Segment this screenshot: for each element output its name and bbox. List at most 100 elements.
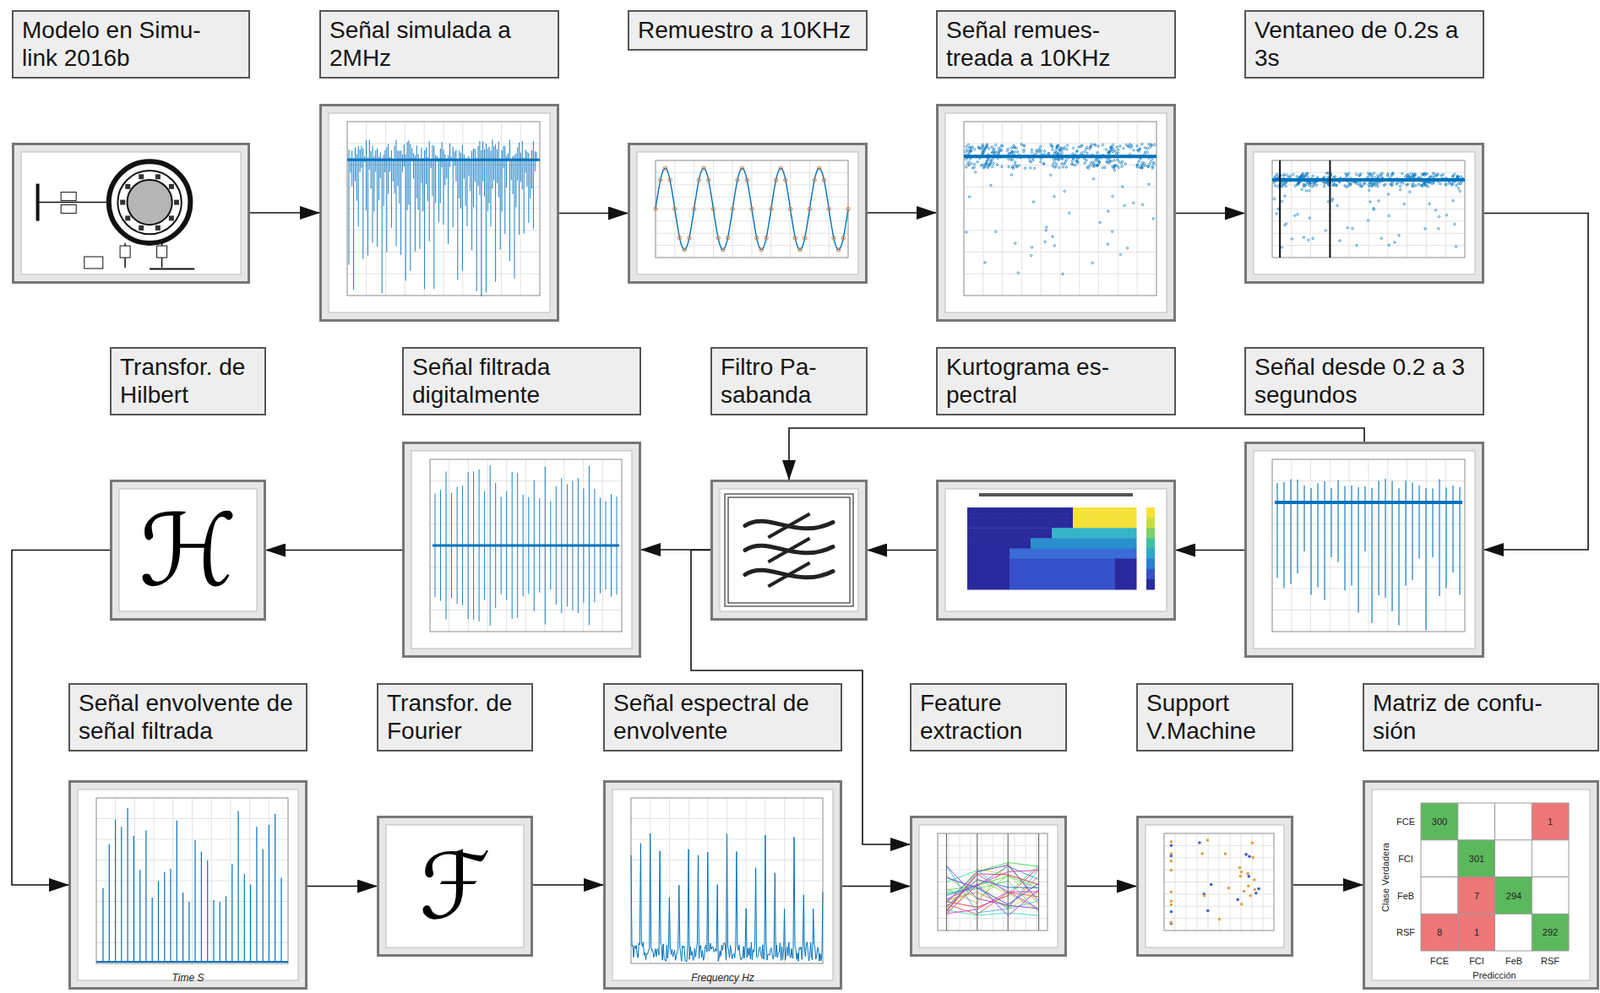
plot-stroke (1307, 239, 1310, 241)
plot-stroke (1398, 488, 1399, 626)
plot-stroke (937, 870, 1048, 871)
plot-stroke (370, 151, 372, 189)
plot-stroke (496, 149, 498, 184)
plot-stroke (1284, 181, 1287, 184)
plot-stroke (347, 142, 540, 144)
plot-stroke (1431, 175, 1434, 178)
plot-stroke (392, 158, 394, 182)
plot-stroke (1329, 160, 1331, 258)
plot-stroke (1015, 146, 1018, 149)
image-frame: Frequency Hz (603, 780, 843, 991)
plot-stroke (999, 147, 1002, 150)
plot-stroke (108, 161, 191, 244)
plot-stroke (1368, 185, 1371, 187)
plot-stroke (1089, 146, 1092, 148)
plot-stroke (992, 147, 995, 150)
plot-stroke (1113, 159, 1116, 162)
plot-stroke (1327, 172, 1329, 175)
plot-stroke (1098, 161, 1100, 164)
plot-stroke (1331, 197, 1334, 200)
plot-stroke (517, 147, 518, 181)
plot-stroke (1017, 272, 1019, 274)
plot-stroke (1011, 158, 1013, 161)
plot-stroke (1066, 144, 1068, 147)
plot-stroke (1373, 182, 1376, 185)
plot-stroke (1278, 160, 1281, 258)
matrix-cell: FCI (1398, 854, 1414, 865)
plot-stroke (1146, 549, 1155, 561)
plot-illustration (1138, 818, 1291, 955)
plot-stroke (1364, 486, 1366, 552)
plot-stroke (1014, 163, 1017, 166)
matrix-cell: 292 (1542, 927, 1558, 938)
plot-stroke (1035, 152, 1038, 154)
plot-stroke (1327, 201, 1329, 203)
plot-stroke (655, 172, 849, 174)
plot-stroke (1146, 507, 1155, 519)
plot-stroke (1104, 148, 1107, 151)
plot-stroke (1136, 145, 1138, 147)
plot-stroke (1050, 174, 1052, 176)
plot-stroke (96, 901, 289, 903)
plot-stroke (1061, 146, 1063, 149)
plot-stroke (1438, 479, 1440, 598)
plot-stroke (1272, 160, 1465, 258)
plot-stroke (1308, 217, 1311, 219)
process-stage: Modelo en Simu- link 2016b (11, 10, 251, 284)
plot-stroke (1376, 174, 1379, 177)
plot-stroke (631, 798, 823, 964)
plot-stroke (489, 146, 490, 204)
plot-stroke (491, 139, 493, 189)
plot-stroke (1072, 146, 1074, 149)
plot-stroke (1409, 173, 1412, 175)
plot-stroke (1426, 181, 1429, 184)
plot-stroke (1119, 145, 1122, 147)
plot-stroke (1101, 166, 1104, 169)
plot-stroke (1254, 892, 1258, 896)
plot-stroke (1034, 167, 1036, 169)
plot-stroke (1076, 149, 1078, 152)
plot-stroke (347, 251, 540, 253)
plot-stroke (990, 152, 993, 154)
plot-stroke (1110, 146, 1112, 149)
plot-stroke (419, 159, 421, 250)
plot-stroke (1111, 150, 1114, 153)
plot-stroke (1081, 152, 1083, 154)
plot-stroke (1457, 187, 1459, 190)
plot-stroke (1420, 173, 1423, 175)
plot-stroke (268, 798, 270, 964)
plot-stroke (1289, 479, 1291, 585)
plot-stroke (1093, 163, 1095, 165)
plot-stroke (750, 206, 754, 211)
plot-stroke (1313, 182, 1316, 185)
image-frame (1244, 441, 1485, 659)
plot-stroke (1093, 569, 1116, 581)
plot-stroke (1006, 147, 1009, 150)
plot-stroke (405, 154, 407, 282)
plot-stroke (155, 174, 161, 180)
plot-stroke (463, 154, 465, 180)
plot-stroke (1301, 172, 1304, 175)
plot-stroke (1568, 803, 1570, 952)
plot-stroke (174, 200, 180, 206)
plot-stroke (653, 206, 658, 211)
plot-stroke (1360, 173, 1362, 175)
plot-stroke (402, 154, 403, 173)
plot-stroke (937, 845, 1048, 847)
plot-stroke (793, 236, 797, 240)
plot-stroke (1136, 163, 1138, 166)
plot-stroke (139, 870, 141, 963)
plot-stroke (280, 878, 282, 964)
plot-stroke (967, 527, 990, 539)
plot-stroke (1083, 157, 1086, 160)
plot-stroke (990, 146, 993, 148)
stage-label: Remuestro a 10KHz (627, 10, 868, 51)
plot-stroke (1386, 174, 1388, 177)
plot-stroke (1302, 236, 1305, 239)
plot-stroke (96, 839, 289, 841)
plot-stroke (946, 870, 1039, 915)
plot-stroke (1119, 253, 1122, 256)
plot-stroke (1227, 887, 1231, 891)
plot-stroke (1043, 150, 1045, 153)
plot-stroke (1306, 172, 1309, 175)
